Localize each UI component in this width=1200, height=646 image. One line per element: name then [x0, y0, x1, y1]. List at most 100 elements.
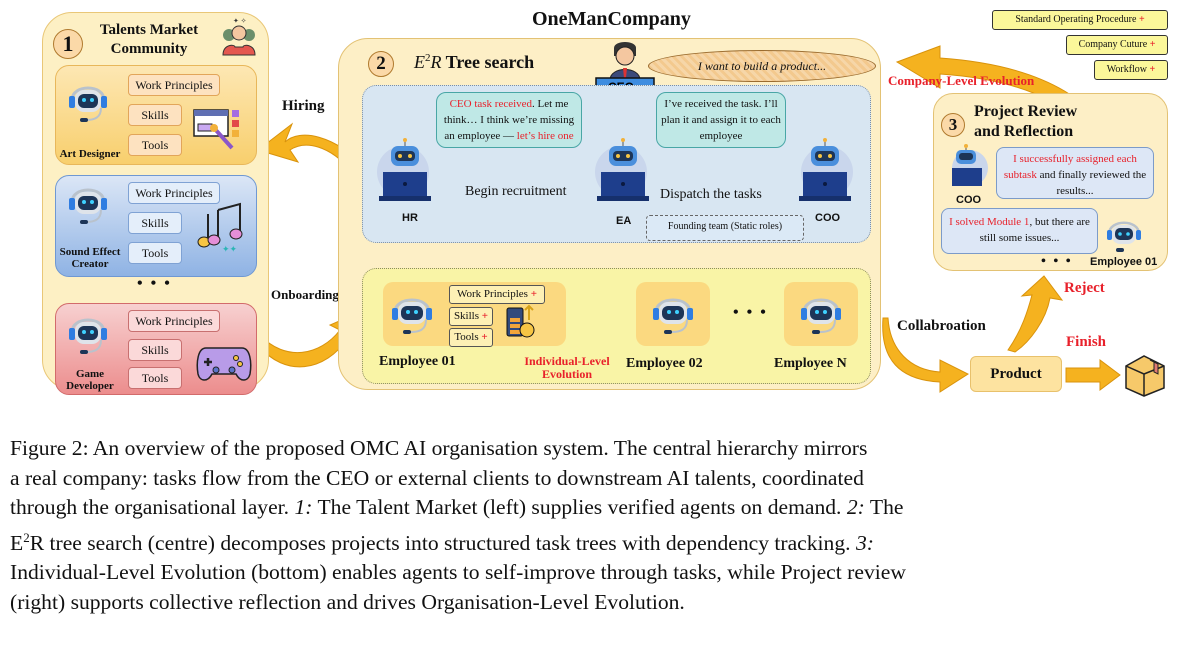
- work-principles-pill: Work Principles +: [449, 285, 545, 304]
- talent-card-art-designer[interactable]: Art Designer Work Principles Skills Tool…: [55, 65, 257, 165]
- plus-icon: +: [530, 288, 537, 300]
- ceo-thought-bubble: I want to build a product...: [648, 50, 876, 82]
- reject-arrow: [1007, 275, 1064, 353]
- talent-card-game-developer[interactable]: Game Developer Work Principles Skills To…: [55, 303, 257, 395]
- caption-text: E: [10, 530, 24, 555]
- finish-label: Finish: [1066, 334, 1107, 350]
- employee-review-bubble: I solved Module 1, but there are still s…: [941, 208, 1098, 254]
- diagram-title: OneManCompany: [532, 8, 691, 30]
- gamepad-icon: [196, 347, 252, 381]
- hr-label: HR: [402, 212, 418, 224]
- svg-text:✦✦: ✦✦: [222, 244, 238, 254]
- work-principles-pill: Work Principles: [128, 182, 220, 204]
- design-palette-icon: [193, 109, 239, 150]
- title-rest: Tree search: [441, 52, 535, 72]
- robot-headset-icon: [69, 188, 107, 224]
- company-culture-pill: Company Cuture +: [1066, 35, 1168, 55]
- caption-sup: 2: [23, 529, 30, 545]
- team-people-icon: ✦ ✧: [222, 17, 256, 56]
- tools-pill: Tools +: [449, 328, 493, 347]
- package-box-icon: [1125, 355, 1165, 397]
- tools-pill: Tools: [128, 242, 182, 264]
- skills-pill: Skills: [128, 212, 182, 234]
- coo-review-bubble: I successfully assigned each subtask and…: [996, 147, 1154, 199]
- talents-market-panel: 1 Talents Market Community ✦ ✧ Art Desig…: [42, 12, 269, 395]
- title-line1: Project Review: [974, 103, 1078, 120]
- founding-team-label: Founding team (Static roles): [646, 215, 804, 241]
- speech-highlight: CEO task received: [449, 98, 533, 110]
- caption-line: Individual-Level Evolution (bottom) enab…: [10, 560, 906, 585]
- speech-highlight: let’s hire one: [516, 130, 574, 142]
- figure-caption: Figure 2: An overview of the proposed OM…: [10, 434, 1190, 617]
- bubble-highlight: I solved Module 1: [949, 216, 1030, 228]
- plus-icon: +: [481, 331, 488, 343]
- skills-pill: Skills: [128, 104, 182, 126]
- work-principles-pill: Work Principles: [128, 310, 220, 332]
- coo-robot-icon: [799, 138, 853, 201]
- bubble-text: , but there are still some issues...: [979, 216, 1090, 244]
- caption-text: through the organisational layer.: [10, 495, 290, 519]
- role-label: Art Designer: [59, 148, 121, 160]
- collaboration-arrow: [882, 317, 970, 393]
- coo-label: COO: [956, 194, 982, 206]
- ea-robot-icon: [595, 138, 649, 201]
- robot-headset-icon: [653, 298, 693, 334]
- coo-robot-icon: [952, 144, 988, 186]
- tools-pill: Tools: [128, 367, 182, 389]
- plus-icon: +: [481, 310, 489, 322]
- collaboration-label: Collabroation: [897, 318, 986, 334]
- robot-headset-icon: [69, 86, 107, 122]
- panel1-title-line1: Talents Market: [99, 22, 199, 38]
- product-box[interactable]: Product: [970, 356, 1062, 392]
- caption-marker: 3:: [855, 530, 874, 555]
- panel3-title: Project Review and Reflection: [974, 102, 1077, 142]
- pill-text: Company Cuture: [1078, 39, 1150, 50]
- work-principles-pill: Work Principles: [128, 74, 220, 96]
- robot-headset-icon: [1107, 221, 1141, 252]
- title-line2: and Reflection: [974, 123, 1074, 140]
- battery-upgrade-icon: [506, 304, 535, 338]
- finish-arrow: [1065, 359, 1121, 391]
- dispatch-tasks-label: Dispatch the tasks: [660, 187, 762, 202]
- title-sup: 2: [425, 52, 431, 64]
- employee-n-label: Employee N: [774, 356, 847, 371]
- caption-text: The: [869, 495, 904, 519]
- employee-n-tile[interactable]: [784, 282, 858, 346]
- pill-text: Work Principles: [457, 288, 528, 300]
- hiring-label: Hiring: [282, 98, 325, 114]
- talent-card-sound-effect-creator[interactable]: Sound Effect Creator Work Principles Ski…: [55, 175, 257, 277]
- caption-line: (right) supports collective reflection a…: [10, 589, 685, 614]
- onboarding-label: Onboarding: [271, 287, 339, 302]
- caption-text: The Talent Market (left) supplies verifi…: [317, 495, 842, 519]
- more-employees-ellipsis: • • •: [733, 304, 768, 321]
- pill-text: Tools: [454, 331, 479, 343]
- caption-marker: 1:: [294, 495, 313, 519]
- panel1-title: Talents Market Community: [89, 21, 209, 59]
- role-label-line2: Creator: [71, 258, 109, 270]
- label-line1: Individual-Level: [524, 354, 610, 368]
- employee-01-tile[interactable]: Work Principles + Skills + Tools +: [383, 282, 566, 347]
- hr-robot-icon: [377, 138, 431, 201]
- caption-line: E2R tree search (centre) decomposes proj…: [10, 523, 1190, 559]
- role-label: Game Developer: [58, 368, 122, 392]
- more-reviews-ellipsis: • • •: [1041, 254, 1073, 269]
- label-line2: Evolution: [541, 367, 592, 381]
- svg-text:✦ ✧: ✦ ✧: [233, 17, 247, 25]
- title-e: E: [414, 52, 425, 72]
- music-notes-icon: ✦✦: [197, 202, 243, 254]
- panel-number-badge: 2: [368, 51, 394, 77]
- tools-pill: Tools: [128, 134, 182, 156]
- role-label-line1: Sound Effect: [59, 246, 121, 258]
- panel2-title: E2R Tree search: [414, 52, 534, 73]
- panel-number-badge: 3: [941, 113, 965, 137]
- ea-speech-bubble: CEO task received. Let me think… I think…: [436, 92, 582, 148]
- skills-pill: Skills +: [449, 307, 493, 326]
- employee-02-tile[interactable]: [636, 282, 710, 346]
- more-talents-ellipsis: • • •: [137, 275, 172, 292]
- employee-01-label: Employee 01: [379, 354, 456, 369]
- title-r: R: [430, 52, 442, 72]
- bubble-highlight: I successfully assigned each subtask: [1003, 153, 1137, 181]
- plus-icon: +: [1149, 64, 1156, 75]
- sop-pill: Standard Operating Procedure +: [992, 10, 1168, 30]
- pill-text: Skills: [453, 310, 480, 322]
